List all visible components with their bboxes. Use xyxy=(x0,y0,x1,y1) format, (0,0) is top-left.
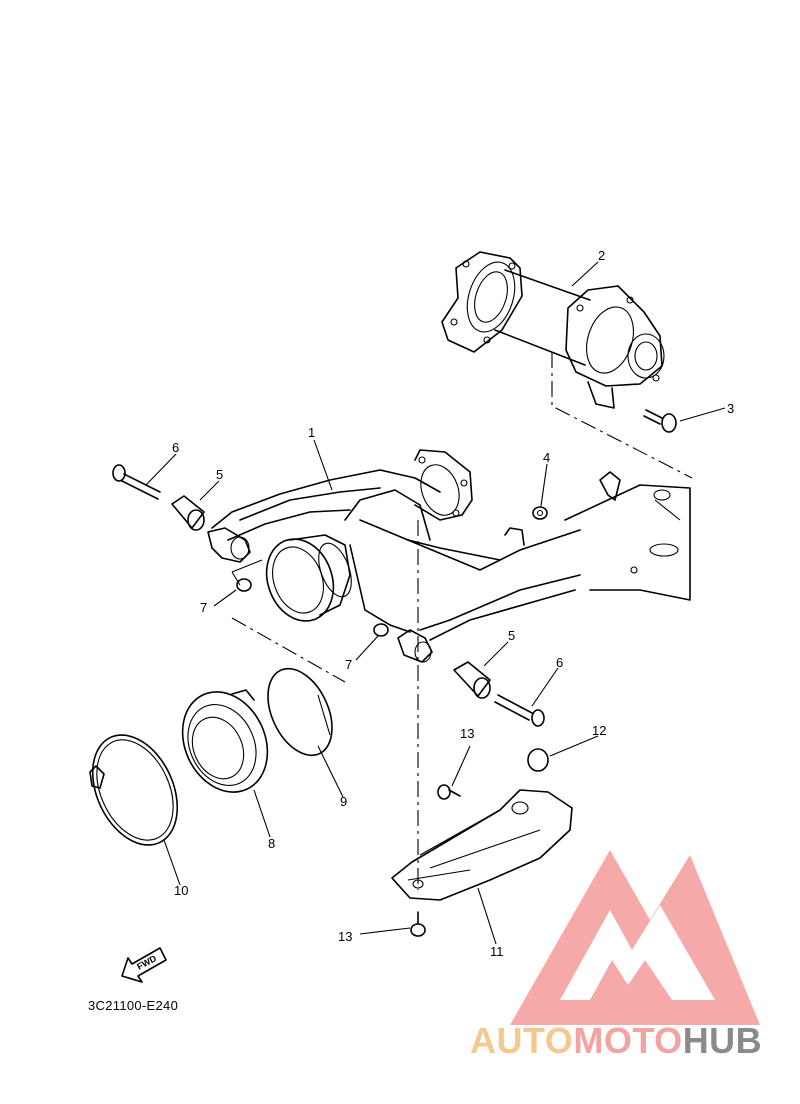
leader-lines xyxy=(145,261,726,945)
callout-13-upper: 13 xyxy=(460,726,474,741)
callout-5-left: 5 xyxy=(216,467,223,482)
callout-7-left: 7 xyxy=(200,600,207,615)
dust-boot xyxy=(181,689,269,793)
callout-7-right: 7 xyxy=(345,657,352,672)
callout-5-right: 5 xyxy=(508,628,515,643)
guard-screw-upper xyxy=(437,784,461,800)
watermark-text: AUTOMOTOHUB xyxy=(470,1020,762,1062)
diagram-code: 3C21100-E240 xyxy=(88,998,179,1013)
swing-arm-nut xyxy=(532,506,548,520)
small-nut-right xyxy=(373,623,389,637)
guard-screw-lower xyxy=(410,911,426,937)
callout-13-lower: 13 xyxy=(338,929,352,944)
callout-6-right: 6 xyxy=(556,655,563,670)
swing-arm xyxy=(207,449,691,663)
guard-spacer xyxy=(527,748,549,772)
watermark-logo xyxy=(510,850,760,1025)
callout-3: 3 xyxy=(727,401,734,416)
callout-4: 4 xyxy=(543,450,550,465)
callout-9: 9 xyxy=(340,794,347,809)
rear-axle-hub xyxy=(441,251,665,409)
swing-arm-guard xyxy=(391,789,573,901)
callout-11: 11 xyxy=(490,944,504,959)
band-clamp xyxy=(267,667,333,757)
callout-numbers: 1 2 3 4 5 5 6 6 7 7 8 9 10 11 12 13 13 xyxy=(172,248,734,959)
assembly-lines xyxy=(231,352,693,890)
small-nut-left xyxy=(236,578,252,592)
watermark-auto: AUTO xyxy=(470,1020,574,1061)
callout-6-left: 6 xyxy=(172,440,179,455)
callout-10: 10 xyxy=(174,883,188,898)
watermark-hub: HUB xyxy=(682,1020,763,1061)
fwd-label: FWD xyxy=(135,953,158,972)
callout-8: 8 xyxy=(268,836,275,851)
collar-right xyxy=(453,661,491,699)
pivot-bolt-left xyxy=(112,464,161,500)
callout-1: 1 xyxy=(308,425,315,440)
boot-clamp xyxy=(89,734,179,846)
watermark-moto: MOTO xyxy=(573,1020,683,1061)
callout-12: 12 xyxy=(592,723,606,738)
callout-2: 2 xyxy=(598,248,605,263)
hub-bolt xyxy=(643,409,677,433)
collar-left xyxy=(171,495,205,531)
pivot-bolt-right xyxy=(494,694,545,727)
fwd-arrow-icon: FWD xyxy=(121,947,167,983)
